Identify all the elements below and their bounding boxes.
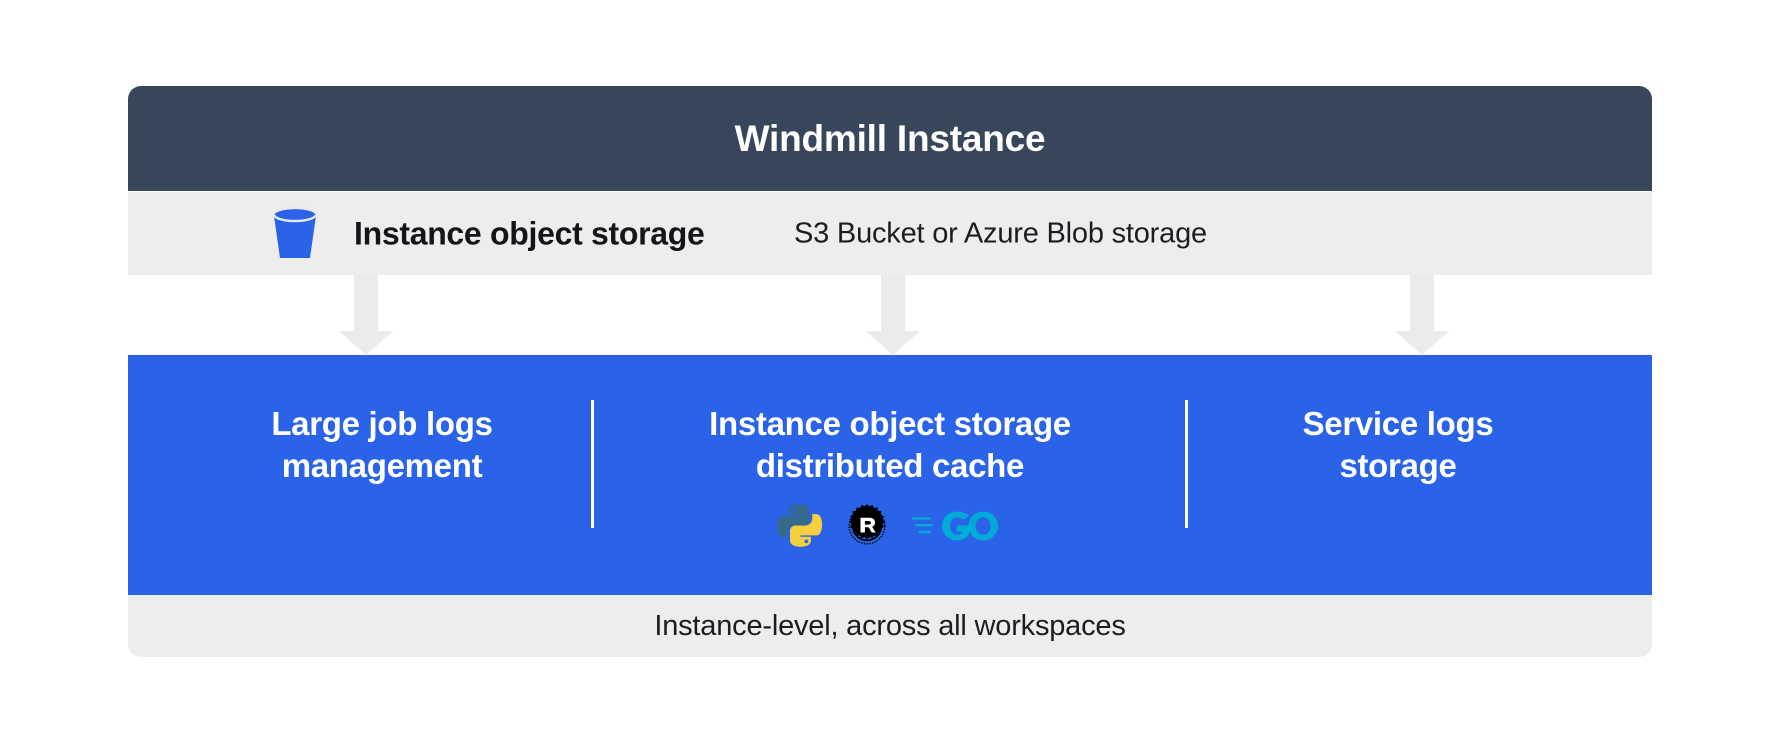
arrow-shaft [1410, 275, 1434, 333]
column-divider-1 [591, 400, 594, 528]
card-footer: Instance-level, across all workspaces [128, 595, 1652, 657]
bucket-icon [264, 202, 326, 264]
connector-arrow-right [1393, 275, 1451, 355]
features-columns: Large job logs management Instance objec… [128, 355, 1652, 595]
feature-column-service-logs: Service logs storage [1144, 355, 1652, 595]
arrow-shaft [354, 275, 378, 333]
windmill-instance-card: Windmill Instance Instance object storag… [128, 86, 1652, 657]
language-logo-group [776, 503, 1004, 554]
arrow-shaft [881, 275, 905, 333]
arrow-head-icon [866, 331, 920, 355]
instance-object-storage-label: Instance object storage [354, 215, 705, 251]
go-logo [912, 506, 1004, 551]
feature-title-service-logs: Service logs storage [1302, 405, 1494, 485]
python-logo [776, 503, 823, 554]
footer-text: Instance-level, across all workspaces [654, 609, 1126, 642]
feature-title-large-job-logs: Large job logs management [271, 405, 493, 485]
arrow-head-icon [339, 331, 393, 355]
feature-column-large-job-logs: Large job logs management [128, 355, 636, 595]
arrow-head-icon [1395, 331, 1449, 355]
instance-object-storage-sublabel: S3 Bucket or Azure Blob storage [794, 217, 1207, 249]
instance-object-storage-row: Instance object storage S3 Bucket or Azu… [128, 192, 1652, 275]
features-panel: Large job logs management Instance objec… [128, 355, 1652, 595]
connector-arrow-middle [864, 275, 922, 355]
connector-band [128, 275, 1652, 355]
feature-title-distributed-cache: Instance object storage distributed cach… [709, 405, 1071, 485]
column-divider-2 [1185, 400, 1188, 528]
connector-arrow-left [337, 275, 395, 355]
rust-logo [844, 503, 890, 554]
page-title: Windmill Instance [734, 118, 1046, 159]
feature-column-distributed-cache: Instance object storage distributed cach… [636, 355, 1144, 595]
card-header: Windmill Instance [128, 86, 1652, 191]
